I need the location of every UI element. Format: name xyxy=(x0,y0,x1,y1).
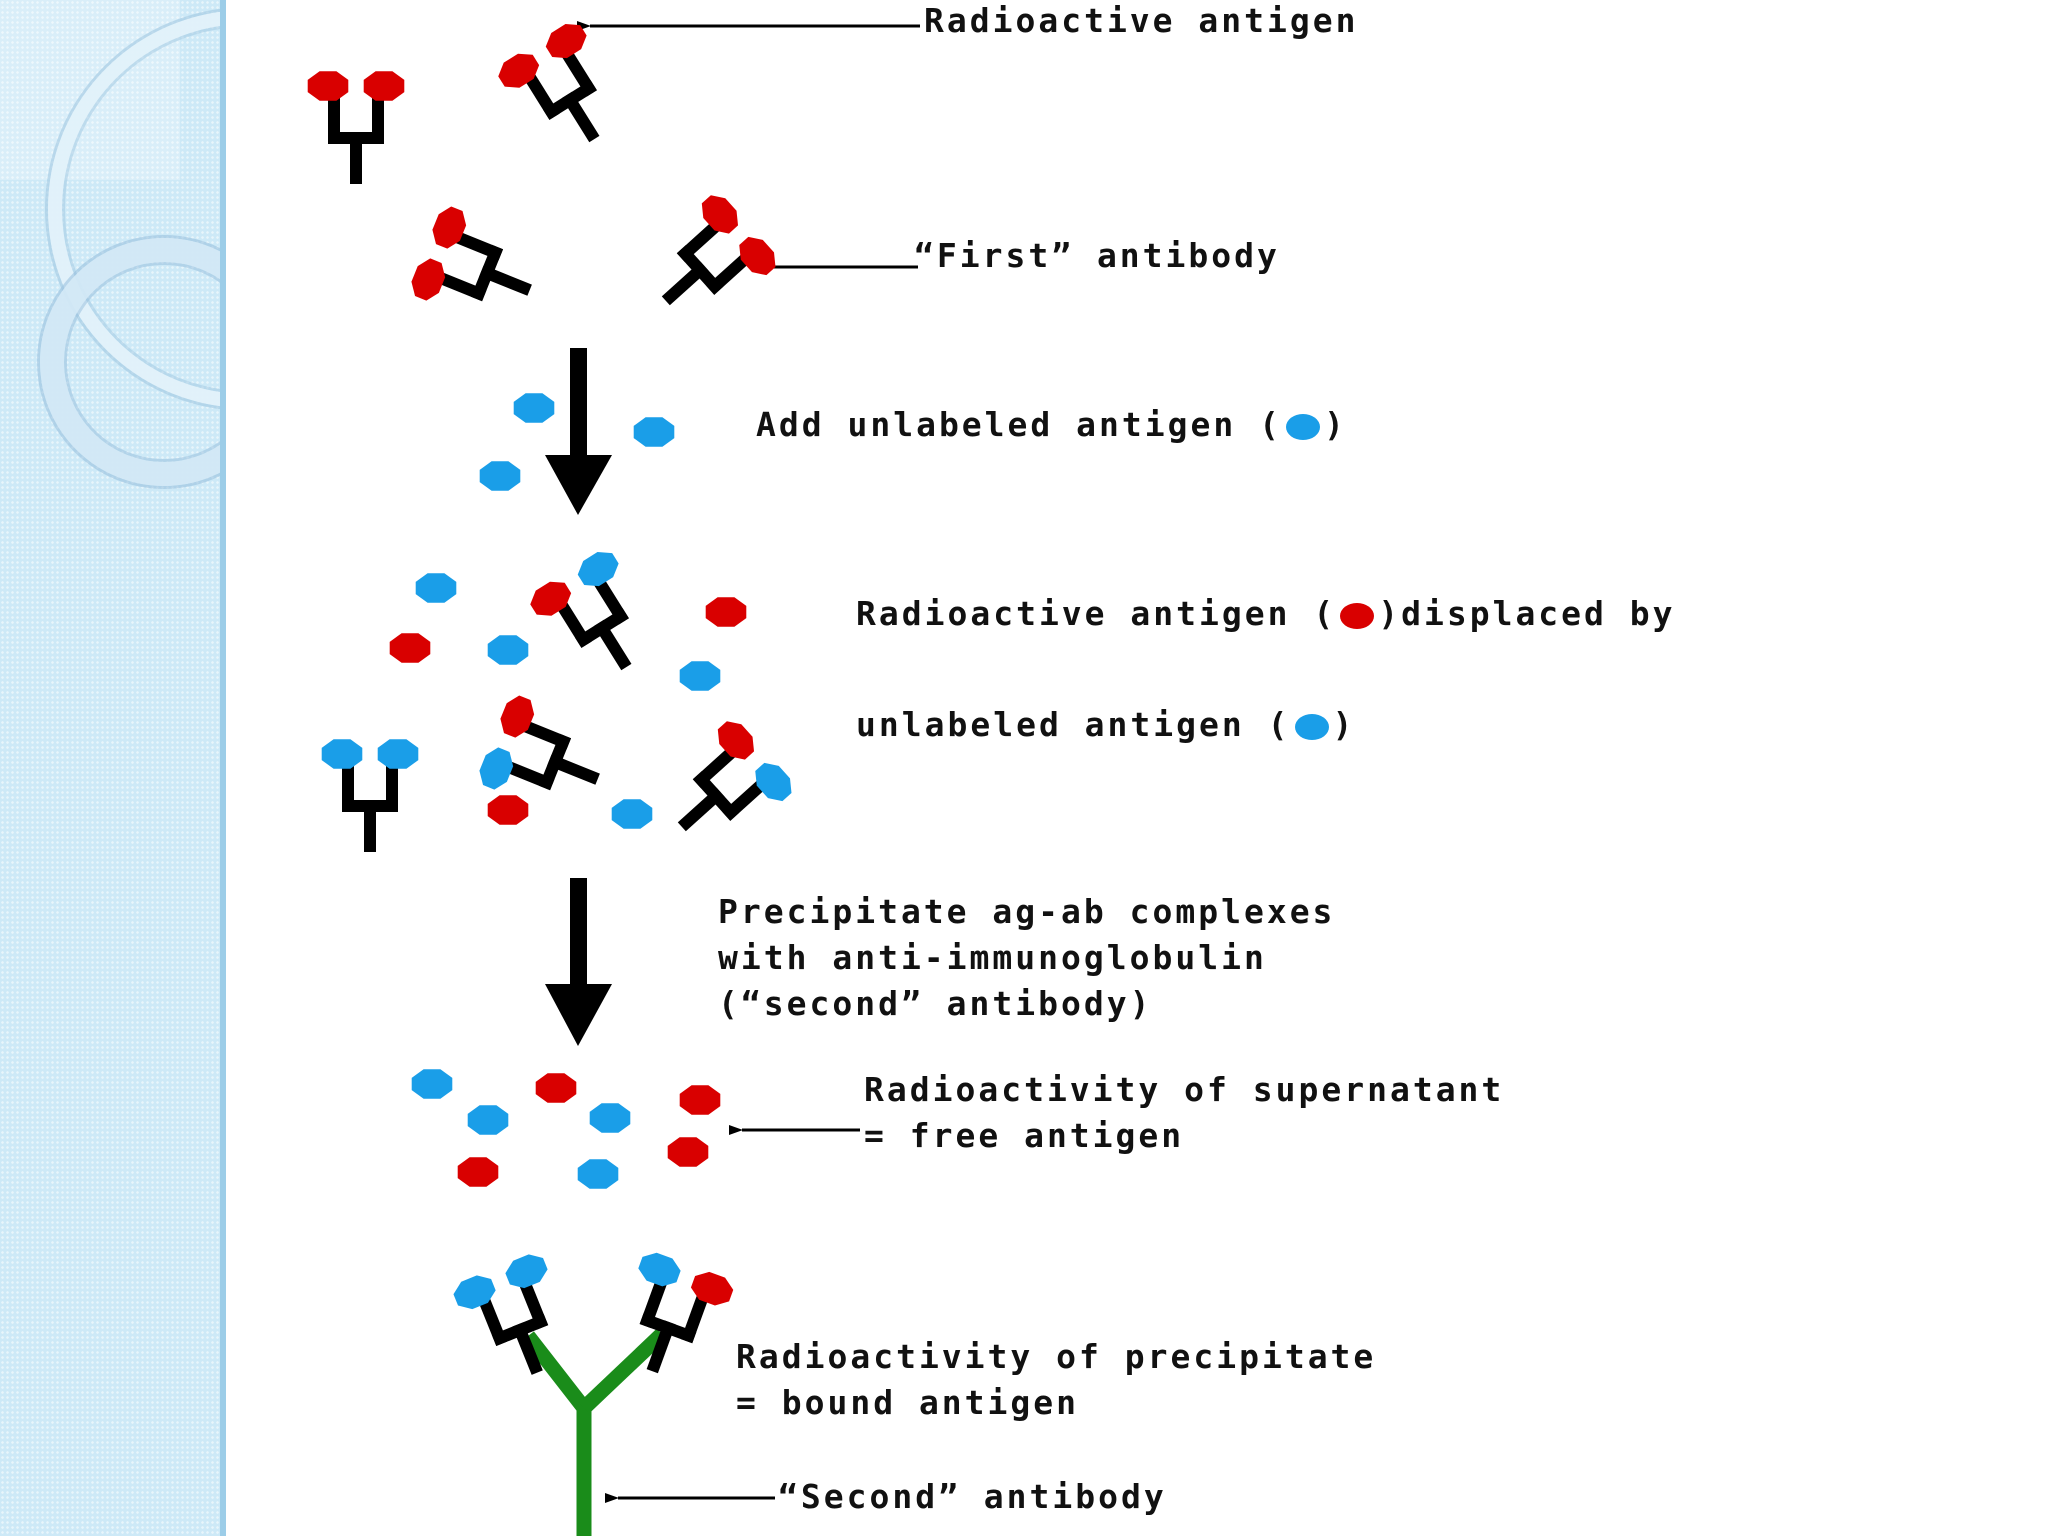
label-displaced-line2-prefix: unlabeled antigen ( xyxy=(856,705,1291,744)
antibody xyxy=(530,552,632,671)
radioactive-antigen-bound xyxy=(500,695,535,738)
antibody xyxy=(661,195,776,306)
label-displaced-line1: Radioactive antigen ( )displaced by xyxy=(856,591,1676,637)
label-displaced-line2: unlabeled antigen () xyxy=(856,702,1355,748)
label-precipitate-line3: (“second” antibody) xyxy=(718,984,1153,1023)
unlabeled-antigen-bound xyxy=(321,739,363,769)
label-precipitate-line2: with anti-immunoglobulin xyxy=(718,938,1267,977)
pointer-arrows xyxy=(577,21,920,1503)
label-radioactive-antigen-text: Radioactive antigen xyxy=(924,1,1359,40)
label-supernatant-line2: = free antigen xyxy=(864,1116,1185,1155)
label-first-antibody-text: “First” antibody xyxy=(914,236,1280,275)
label-radioactive-antigen: Radioactive antigen xyxy=(924,0,1359,44)
unlabeled-antigen-bound xyxy=(479,747,514,790)
radioactive-antigen-free xyxy=(457,1157,499,1187)
unlabeled-antigen-legend-icon-2 xyxy=(1294,713,1329,740)
unlabeled-antigen-free xyxy=(577,1159,619,1189)
radioactive-antigen-bound xyxy=(307,71,349,101)
radioactive-antigen-bound xyxy=(545,24,587,59)
antibody xyxy=(453,1254,549,1375)
label-supernatant-line1: Radioactivity of supernatant xyxy=(864,1070,1505,1109)
unlabeled-antigen-free xyxy=(411,1069,453,1099)
unlabeled-antigen-free xyxy=(487,635,529,665)
radioactive-antigen-free xyxy=(679,1085,721,1115)
radioactive-antigen-bound xyxy=(739,236,776,276)
unlabeled-antigen-free xyxy=(589,1103,631,1133)
radioactive-antigen-bound xyxy=(530,581,572,616)
radioactive-antigen-legend-icon xyxy=(1340,602,1375,629)
radioactive-antigen-bound xyxy=(701,195,739,234)
radioactive-antigen-bound xyxy=(411,258,446,301)
unlabeled-antigen-bound xyxy=(453,1275,496,1310)
unlabeled-antigen-bound xyxy=(755,762,792,802)
radioactive-antigen-bound xyxy=(498,53,540,88)
antibody xyxy=(479,695,600,791)
radioactive-antigen-bound xyxy=(432,206,467,249)
antigen-dots xyxy=(389,393,747,1189)
antibody xyxy=(411,206,532,302)
antibody xyxy=(638,1252,734,1374)
decorative-sidebar xyxy=(0,0,226,1536)
label-add-unlabeled-prefix: Add unlabeled antigen ( xyxy=(756,405,1282,444)
radioactive-antigen-free xyxy=(667,1137,709,1167)
radioactive-antigen-bound xyxy=(717,721,755,760)
process-arrow-2 xyxy=(545,878,612,1046)
unlabeled-antigen-free xyxy=(633,417,675,447)
label-displaced-line1-prefix: Radioactive antigen ( xyxy=(856,594,1337,633)
radioactive-antigen-bound xyxy=(690,1271,734,1306)
unlabeled-antigen-bound xyxy=(505,1254,548,1289)
antibody xyxy=(321,739,419,852)
unlabeled-antigen-bound xyxy=(377,739,419,769)
radioactive-antigen-free xyxy=(535,1073,577,1103)
unlabeled-antigen-free xyxy=(479,461,521,491)
unlabeled-antigen-free xyxy=(611,799,653,829)
radioactive-antigen-bound xyxy=(363,71,405,101)
radioactive-antigen-free xyxy=(389,633,431,663)
unlabeled-antigen-free xyxy=(679,661,721,691)
second-antibody-shape xyxy=(522,1328,668,1536)
unlabeled-antigen-free xyxy=(415,573,457,603)
label-first-antibody: “First” antibody xyxy=(914,233,1280,279)
label-precipitate-result-line1: Radioactivity of precipitate xyxy=(736,1337,1377,1376)
unlabeled-antigen-free xyxy=(467,1105,509,1135)
unlabeled-antigen-bound xyxy=(577,552,619,587)
label-displaced-line2-suffix: ) xyxy=(1332,705,1356,744)
antibodies xyxy=(307,24,792,1375)
label-add-unlabeled: Add unlabeled antigen () xyxy=(756,402,1347,448)
unlabeled-antigen-free xyxy=(513,393,555,423)
antibody xyxy=(677,721,792,832)
label-second-antibody: “Second” antibody xyxy=(778,1477,1167,1516)
sidebar-edge xyxy=(220,0,226,1536)
radioactive-antigen-free xyxy=(487,795,529,825)
label-add-unlabeled-suffix: ) xyxy=(1323,405,1347,444)
label-precipitate-line1: Precipitate ag-ab complexes xyxy=(718,892,1336,931)
antibody xyxy=(307,71,405,184)
unlabeled-antigen-legend-icon xyxy=(1285,413,1320,440)
radioactive-antigen-free xyxy=(705,597,747,627)
label-precipitate-result-line2: = bound antigen xyxy=(736,1383,1080,1422)
label-displaced-line1-suffix: )displaced by xyxy=(1378,594,1676,633)
process-arrow-1 xyxy=(545,348,612,515)
antibody xyxy=(498,24,600,143)
unlabeled-antigen-bound xyxy=(638,1252,681,1287)
